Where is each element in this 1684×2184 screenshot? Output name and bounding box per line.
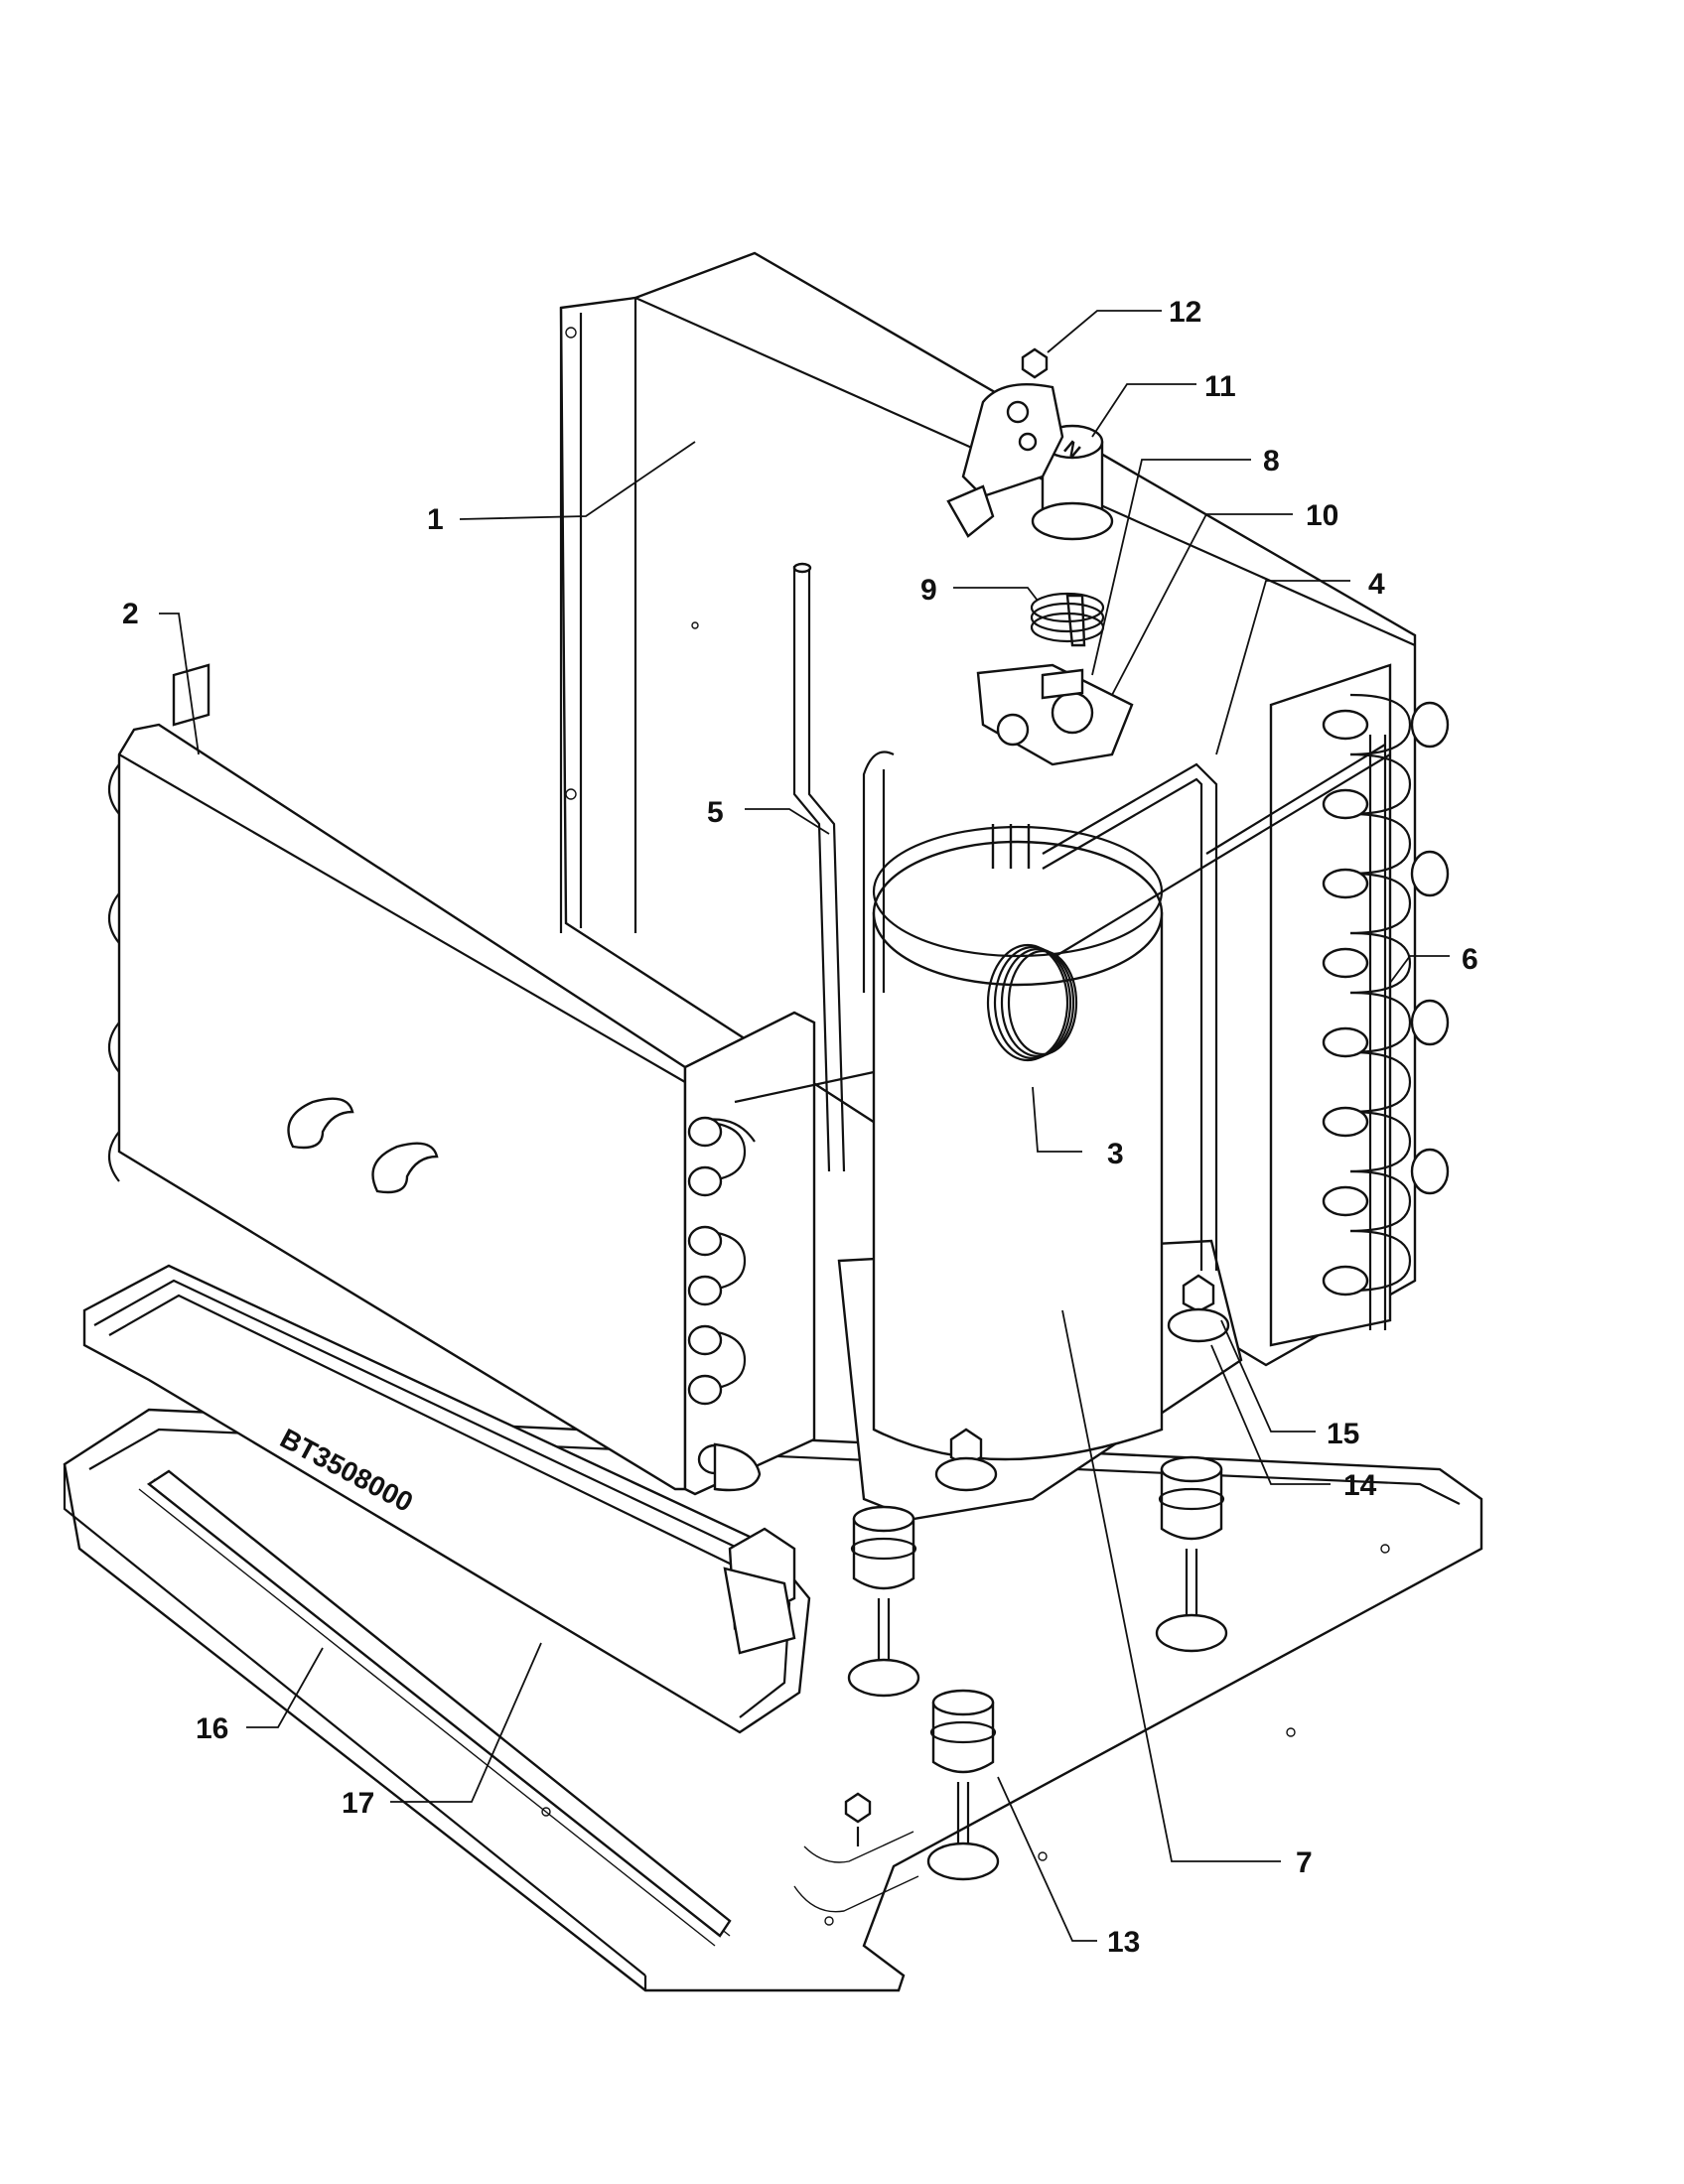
callout-10: 10 [1306, 499, 1338, 532]
callout-16: 16 [196, 1712, 228, 1745]
front-evaporator-coil [107, 663, 816, 1496]
callout-1: 1 [427, 503, 444, 536]
callout-11: 11 [1204, 370, 1236, 403]
capillary-coil [986, 753, 1391, 1062]
right-tube-bank [1269, 663, 1450, 1347]
callout-13: 13 [1107, 1926, 1140, 1959]
callout-labels: 1 2 3 4 5 6 7 8 9 10 11 12 13 14 15 16 1… [122, 296, 1478, 1959]
callout-7: 7 [1296, 1846, 1313, 1879]
callout-2: 2 [122, 598, 139, 630]
compressor [837, 753, 1391, 1521]
callout-15: 15 [1327, 1418, 1359, 1450]
callout-12: 12 [1169, 296, 1201, 329]
reversing-valve-assembly: N [946, 347, 1134, 766]
coil-spring [1030, 592, 1105, 643]
suction-discharge-tubing [734, 562, 1386, 1271]
callout-14: 14 [1343, 1469, 1377, 1502]
callout-5: 5 [707, 796, 724, 829]
isolator-grommets [844, 1455, 1228, 1881]
callout-17: 17 [342, 1787, 374, 1820]
callout-6: 6 [1462, 943, 1478, 976]
callout-4: 4 [1368, 568, 1385, 601]
leader-lines [159, 310, 1450, 1942]
callout-8: 8 [1263, 445, 1280, 478]
callout-3: 3 [1107, 1138, 1124, 1170]
callout-9: 9 [920, 574, 937, 607]
